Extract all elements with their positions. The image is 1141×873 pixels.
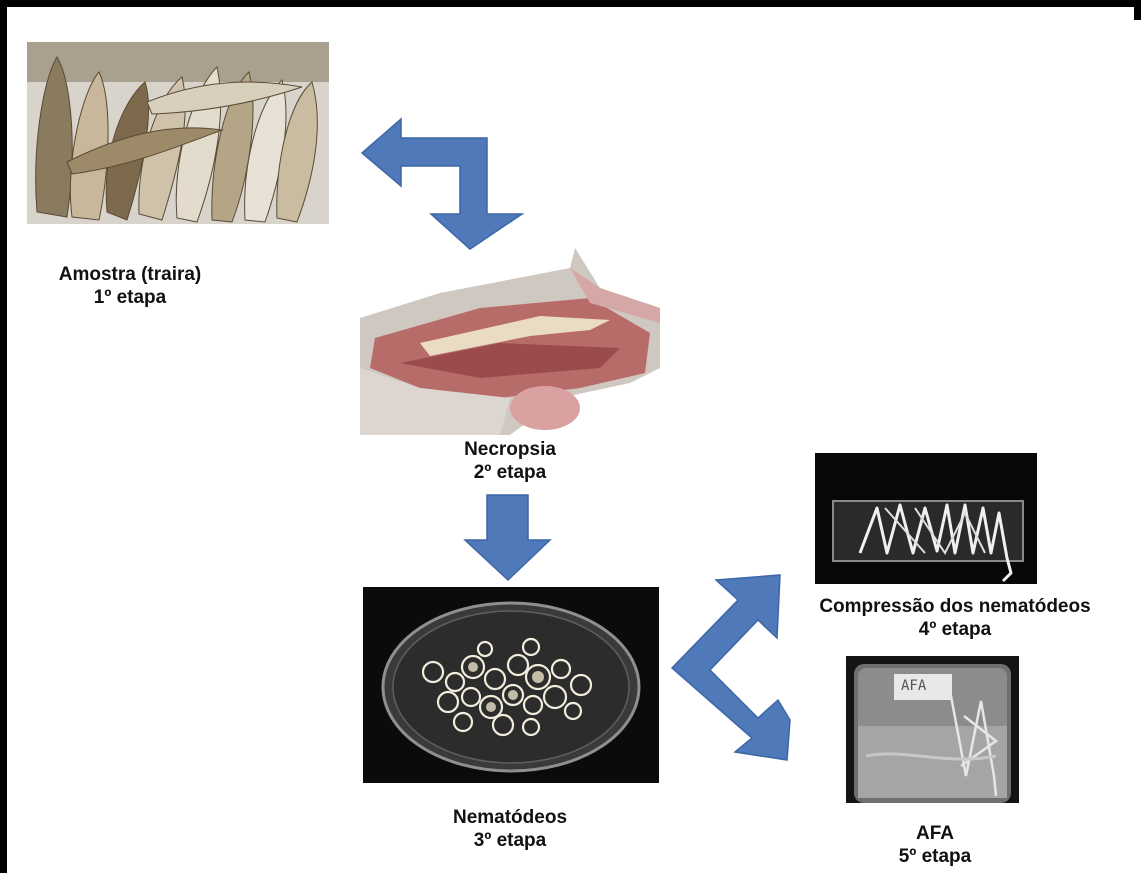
step-3-title: Nematódeos xyxy=(400,806,620,829)
step-2-label: 2º etapa xyxy=(400,461,620,484)
step-4-caption: Compressão dos nematódeos 4º etapa xyxy=(785,595,1125,641)
afa-jar-photo: AFA xyxy=(846,656,1019,803)
step-5-label: 5º etapa xyxy=(835,845,1035,868)
step-1-label: 1º etapa xyxy=(20,286,240,309)
step-1-title: Amostra (traira) xyxy=(20,263,240,286)
step-4-label: 4º etapa xyxy=(785,618,1125,641)
fish-sample-photo xyxy=(27,42,329,224)
step-1-caption: Amostra (traira) 1º etapa xyxy=(20,263,240,309)
step-3-label: 3º etapa xyxy=(400,829,620,852)
step-4-title: Compressão dos nematódeos xyxy=(785,595,1125,618)
afa-jar-label: AFA xyxy=(901,678,926,694)
necropsy-photo xyxy=(360,248,660,435)
nematodes-photo xyxy=(363,587,659,783)
step-2-caption: Necropsia 2º etapa xyxy=(400,438,620,484)
step-5-title: AFA xyxy=(835,822,1035,845)
step-2-title: Necropsia xyxy=(400,438,620,461)
step-3-caption: Nematódeos 3º etapa xyxy=(400,806,620,852)
step-5-caption: AFA 5º etapa xyxy=(835,822,1035,868)
compression-slide-photo xyxy=(815,453,1037,584)
